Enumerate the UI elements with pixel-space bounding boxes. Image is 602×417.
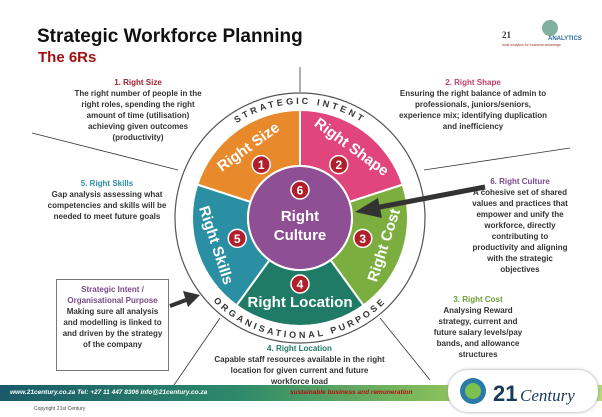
page-title: Strategic Workforce Planning: [37, 26, 303, 47]
number-badge-text: 4: [297, 278, 304, 292]
number-badge-text: 1: [258, 158, 265, 172]
footer-tagline: sustainable business and remuneration: [290, 389, 413, 396]
center-right-culture: [247, 165, 353, 271]
number-badge: [227, 228, 247, 249]
number-badge: [290, 274, 310, 294]
number-badge: [251, 154, 271, 175]
svg-text:21: 21: [493, 381, 517, 406]
svg-text:21: 21: [502, 30, 512, 40]
segment-label: Right Location: [248, 294, 353, 311]
number-badge: [353, 228, 373, 249]
culture-arrow: [374, 184, 486, 211]
center-label-2: Culture: [274, 227, 327, 244]
number-badge-text: 3: [359, 232, 366, 246]
number-badge: [329, 154, 349, 175]
copyright: Copyright 21st Century: [34, 406, 86, 412]
svg-text:local analytics for business a: local analytics for business advantage: [502, 43, 561, 47]
svg-text:ANALYTICS: ANALYTICS: [548, 36, 582, 42]
connector-lines: [31, 67, 571, 386]
page-subtitle: The 6Rs: [38, 49, 97, 66]
outer-ring: [174, 92, 426, 344]
tree-icon: [542, 20, 558, 36]
number-badge-text: 6: [297, 184, 304, 198]
intent-arrow: [169, 298, 187, 308]
center-label-1: Right: [281, 208, 319, 225]
number-badge: [290, 180, 310, 200]
footer-contact: www.21century.co.za Tel: +27 11 447 8306…: [10, 389, 208, 396]
number-badge-text: 2: [335, 158, 342, 172]
svg-text:Century: Century: [520, 386, 575, 405]
number-badge-text: 5: [234, 232, 241, 246]
note-strategic-intent: Strategic Intent / Organisational Purpos…: [56, 279, 169, 371]
